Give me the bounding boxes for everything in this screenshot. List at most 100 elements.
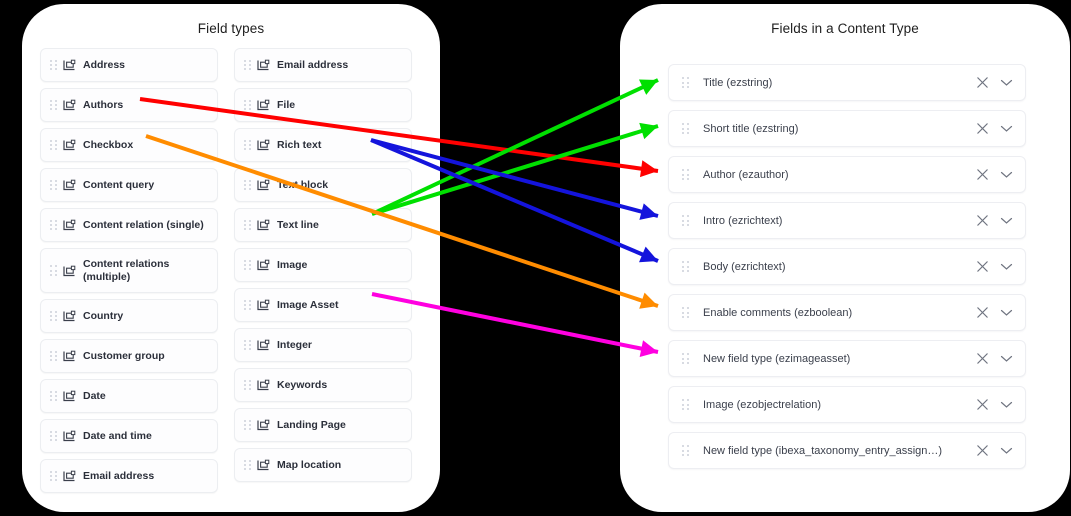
field-type-card[interactable]: Authors xyxy=(40,88,218,122)
field-type-card[interactable]: Country xyxy=(40,299,218,333)
drag-handle-icon[interactable] xyxy=(243,339,252,352)
field-type-card[interactable]: Date xyxy=(40,379,218,413)
field-type-icon xyxy=(257,459,270,471)
content-type-fields-list: Title (ezstring) Short title (ezstring) Au… xyxy=(668,64,1026,469)
field-type-card[interactable]: Address xyxy=(40,48,218,82)
content-type-fields-panel: Fields in a Content Type Title (ezstring… xyxy=(620,4,1070,512)
field-type-card[interactable]: Image xyxy=(234,248,412,282)
field-type-card[interactable]: Text line xyxy=(234,208,412,242)
content-type-field-row[interactable]: New field type (ezimageasset) xyxy=(668,340,1026,377)
content-type-field-row[interactable]: Intro (ezrichtext) xyxy=(668,202,1026,239)
drag-handle-icon[interactable] xyxy=(49,219,58,232)
field-type-icon xyxy=(63,265,76,276)
field-type-card[interactable]: Checkbox xyxy=(40,128,218,162)
drag-handle-icon[interactable] xyxy=(49,350,58,363)
drag-handle-icon[interactable] xyxy=(243,259,252,272)
field-type-card[interactable]: Email address xyxy=(234,48,412,82)
chevron-down-icon[interactable] xyxy=(995,394,1017,416)
drag-handle-icon[interactable] xyxy=(681,76,690,89)
close-icon[interactable] xyxy=(971,72,993,94)
field-type-label: Text line xyxy=(277,218,319,231)
field-type-card[interactable]: Landing Page xyxy=(234,408,412,442)
close-icon[interactable] xyxy=(971,256,993,278)
field-type-icon xyxy=(257,419,270,431)
field-type-card[interactable]: Image Asset xyxy=(234,288,412,322)
chevron-down-icon[interactable] xyxy=(995,164,1017,186)
field-type-card[interactable]: Date and time xyxy=(40,419,218,453)
drag-handle-icon[interactable] xyxy=(49,390,58,403)
drag-handle-icon[interactable] xyxy=(681,260,690,273)
field-type-card[interactable]: Map location xyxy=(234,448,412,482)
content-type-field-row[interactable]: Body (ezrichtext) xyxy=(668,248,1026,285)
chevron-down-icon[interactable] xyxy=(995,256,1017,278)
close-icon[interactable] xyxy=(971,440,993,462)
drag-handle-icon[interactable] xyxy=(243,99,252,112)
close-icon[interactable] xyxy=(971,348,993,370)
field-type-card[interactable]: Rich text xyxy=(234,128,412,162)
close-icon[interactable] xyxy=(971,394,993,416)
content-type-field-row[interactable]: Enable comments (ezboolean) xyxy=(668,294,1026,331)
chevron-down-icon[interactable] xyxy=(995,118,1017,140)
field-type-card[interactable]: Email address xyxy=(40,459,218,493)
chevron-down-icon[interactable] xyxy=(995,348,1017,370)
field-type-card[interactable]: Text block xyxy=(234,168,412,202)
drag-handle-icon[interactable] xyxy=(243,179,252,192)
drag-handle-icon[interactable] xyxy=(243,299,252,312)
drag-handle-icon[interactable] xyxy=(681,352,690,365)
drag-handle-icon[interactable] xyxy=(49,470,58,483)
chevron-down-icon[interactable] xyxy=(995,210,1017,232)
field-type-icon xyxy=(257,59,270,71)
drag-handle-icon[interactable] xyxy=(49,430,58,443)
close-icon[interactable] xyxy=(971,118,993,140)
content-type-field-label: New field type (ibexa_taxonomy_entry_ass… xyxy=(703,444,943,457)
drag-handle-icon[interactable] xyxy=(243,459,252,472)
content-type-field-row[interactable]: Title (ezstring) xyxy=(668,64,1026,101)
drag-handle-icon[interactable] xyxy=(681,122,690,135)
drag-handle-icon[interactable] xyxy=(243,219,252,232)
drag-handle-icon[interactable] xyxy=(681,398,690,411)
content-type-field-row[interactable]: New field type (ibexa_taxonomy_entry_ass… xyxy=(668,432,1026,469)
content-type-field-label: Intro (ezrichtext) xyxy=(703,214,783,227)
content-type-field-label: Title (ezstring) xyxy=(703,76,773,89)
content-type-field-row[interactable]: Short title (ezstring) xyxy=(668,110,1026,147)
field-type-card[interactable]: Customer group xyxy=(40,339,218,373)
drag-handle-icon[interactable] xyxy=(681,444,690,457)
field-type-card[interactable]: File xyxy=(234,88,412,122)
drag-handle-icon[interactable] xyxy=(681,306,690,319)
chevron-down-icon[interactable] xyxy=(995,72,1017,94)
field-type-icon xyxy=(63,179,76,191)
drag-handle-icon[interactable] xyxy=(681,168,690,181)
drag-handle-icon[interactable] xyxy=(243,379,252,392)
drag-handle-icon[interactable] xyxy=(49,179,58,192)
drag-handle-icon[interactable] xyxy=(49,264,58,277)
field-type-icon xyxy=(63,430,76,442)
field-type-icon xyxy=(257,99,270,111)
chevron-down-icon[interactable] xyxy=(995,440,1017,462)
field-type-icon xyxy=(63,59,76,71)
field-type-card[interactable]: Keywords xyxy=(234,368,412,402)
field-type-icon xyxy=(257,299,270,311)
content-type-field-row[interactable]: Image (ezobjectrelation) xyxy=(668,386,1026,423)
close-icon[interactable] xyxy=(971,164,993,186)
drag-handle-icon[interactable] xyxy=(49,99,58,112)
close-icon[interactable] xyxy=(971,302,993,324)
drag-handle-icon[interactable] xyxy=(243,59,252,72)
field-type-card[interactable]: Content relations (multiple) xyxy=(40,248,218,293)
field-type-label: Address xyxy=(83,58,126,71)
drag-handle-icon[interactable] xyxy=(49,310,58,323)
drag-handle-icon[interactable] xyxy=(49,59,58,72)
field-type-card[interactable]: Content query xyxy=(40,168,218,202)
drag-handle-icon[interactable] xyxy=(49,139,58,152)
close-icon[interactable] xyxy=(971,210,993,232)
field-type-label: File xyxy=(277,98,296,111)
field-type-card[interactable]: Content relation (single) xyxy=(40,208,218,242)
field-type-icon xyxy=(257,179,270,191)
drag-handle-icon[interactable] xyxy=(243,419,252,432)
drag-handle-icon[interactable] xyxy=(243,139,252,152)
field-type-card[interactable]: Integer xyxy=(234,328,412,362)
chevron-down-icon[interactable] xyxy=(995,302,1017,324)
content-type-field-row[interactable]: Author (ezauthor) xyxy=(668,156,1026,193)
drag-handle-icon[interactable] xyxy=(681,214,690,227)
